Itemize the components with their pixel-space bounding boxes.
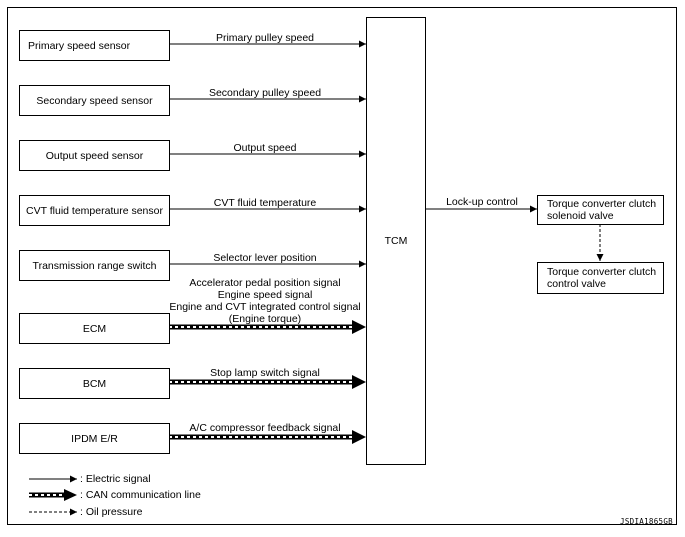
bcm-signal-label: Stop lamp switch signal	[210, 367, 320, 379]
transmission-range-switch-box: Transmission range switch	[19, 250, 170, 281]
control-valve-box: Torque converter clutch control valve	[537, 262, 664, 294]
bcm-box: BCM	[19, 368, 170, 399]
ecm-signal-line-3: Engine and CVT integrated control signal	[169, 301, 361, 313]
figure-code: JSDIA1865GB	[620, 517, 673, 526]
diagram-frame	[7, 7, 677, 525]
ipdm-er-label: IPDM E/R	[71, 432, 118, 445]
transmission-range-switch-label: Transmission range switch	[32, 259, 157, 272]
cvt-fluid-temperature-sensor-label: CVT fluid temperature sensor	[26, 204, 163, 217]
ecm-label: ECM	[82, 322, 107, 335]
ecm-can-arrow	[169, 320, 366, 334]
bcm-label: BCM	[82, 377, 107, 390]
cvt-fluid-temperature-sensor-box: CVT fluid temperature sensor	[19, 195, 170, 226]
ecm-signal-line-4: (Engine torque)	[228, 313, 302, 325]
output-speed-sensor-label: Output speed sensor	[45, 149, 144, 162]
selector-lever-position-label: Selector lever position	[213, 252, 317, 264]
legend-electric-label: : Electric signal	[80, 473, 151, 485]
solenoid-valve-box: Torque converter clutch solenoid valve	[537, 195, 664, 225]
secondary-pulley-speed-label: Secondary pulley speed	[208, 87, 322, 99]
legend-oil-label: : Oil pressure	[80, 506, 143, 518]
ipdm-signal-label: A/C compressor feedback signal	[189, 422, 341, 434]
ipdm-er-box: IPDM E/R	[19, 423, 170, 454]
solenoid-valve-label-line1: Torque converter clutch	[547, 198, 657, 210]
ecm-signal-line-1: Accelerator pedal position signal	[189, 277, 341, 289]
secondary-speed-sensor-box: Secondary speed sensor	[19, 85, 170, 116]
tcm-label: TCM	[384, 235, 408, 247]
legend-can-symbol	[29, 489, 77, 501]
primary-pulley-speed-label: Primary pulley speed	[215, 32, 315, 44]
control-valve-label-line2: control valve	[547, 278, 606, 290]
secondary-speed-sensor-label: Secondary speed sensor	[36, 94, 153, 107]
ipdm-can-arrow	[169, 430, 366, 444]
control-valve-label-line1: Torque converter clutch	[547, 266, 657, 278]
output-speed-sensor-box: Output speed sensor	[19, 140, 170, 171]
output-speed-label: Output speed	[233, 142, 297, 154]
primary-speed-sensor-label: Primary speed sensor	[28, 39, 131, 52]
ecm-signals-label: Accelerator pedal position signal Engine…	[160, 277, 370, 325]
primary-speed-sensor-box: Primary speed sensor	[19, 30, 170, 61]
lockup-control-label: Lock-up control	[446, 196, 518, 208]
legend-can-label: : CAN communication line	[80, 489, 201, 501]
solenoid-valve-label-line2: solenoid valve	[547, 210, 614, 222]
ecm-box: ECM	[19, 313, 170, 344]
ecm-signal-line-2: Engine speed signal	[217, 289, 313, 301]
cvt-fluid-temperature-label: CVT fluid temperature	[213, 197, 317, 209]
bcm-can-arrow	[169, 375, 366, 389]
tcm-box: TCM	[366, 17, 426, 465]
